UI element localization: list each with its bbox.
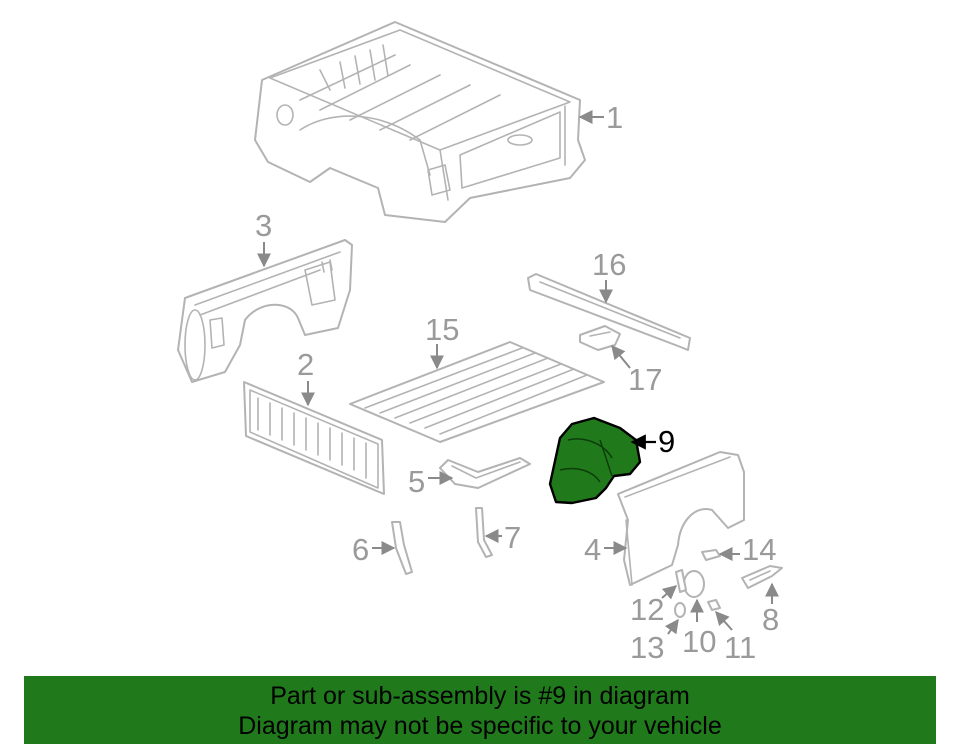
- part-16-crossmember[interactable]: [527, 273, 691, 351]
- label-8: 8: [762, 602, 779, 637]
- label-16: 16: [592, 247, 626, 282]
- label-11: 11: [724, 630, 756, 665]
- part-2-front-panel[interactable]: [243, 381, 385, 495]
- part-15-bed-floor[interactable]: [349, 341, 605, 443]
- part-4-side-panel[interactable]: [617, 451, 745, 586]
- leader-17: [611, 344, 631, 369]
- label-14: 14: [742, 532, 776, 567]
- part-1-pickup-box[interactable]: [254, 21, 586, 223]
- info-banner: Part or sub-assembly is #9 in diagram Di…: [24, 676, 936, 744]
- part-14-clip[interactable]: [701, 549, 721, 561]
- leader-11: [715, 610, 733, 631]
- truck-bed-parts-diagram: 1 3 2 15 16 17 9: [177, 21, 783, 665]
- part-8-step[interactable]: [741, 565, 783, 589]
- banner-line-2: Diagram may not be specific to your vehi…: [238, 712, 722, 740]
- part-7-stake[interactable]: [475, 507, 493, 558]
- part-12-hinge[interactable]: [675, 569, 687, 593]
- part-10-fuel-door[interactable]: [683, 570, 705, 598]
- part-3-inner-panel[interactable]: [177, 239, 353, 383]
- label-12: 12: [630, 592, 664, 627]
- label-17: 17: [628, 362, 662, 397]
- leader-13: [664, 618, 679, 635]
- part-5-rail[interactable]: [439, 457, 531, 489]
- label-2: 2: [297, 347, 314, 382]
- leader-12: [661, 585, 678, 600]
- label-1: 1: [606, 100, 623, 135]
- label-4: 4: [584, 532, 601, 567]
- label-5: 5: [408, 464, 425, 499]
- part-17-bracket[interactable]: [579, 325, 621, 351]
- part-13-grommet[interactable]: [674, 602, 686, 618]
- label-7: 7: [504, 520, 521, 555]
- part-6-brace[interactable]: [391, 521, 413, 575]
- label-10: 10: [682, 624, 716, 659]
- label-3: 3: [255, 208, 272, 243]
- part-9-wheelhouse[interactable]: [548, 416, 642, 505]
- label-13: 13: [630, 630, 664, 665]
- label-15: 15: [425, 312, 459, 347]
- part-11-screw[interactable]: [707, 599, 721, 611]
- banner-line-1: Part or sub-assembly is #9 in diagram: [270, 682, 690, 710]
- label-6: 6: [352, 532, 369, 567]
- label-9: 9: [658, 424, 675, 459]
